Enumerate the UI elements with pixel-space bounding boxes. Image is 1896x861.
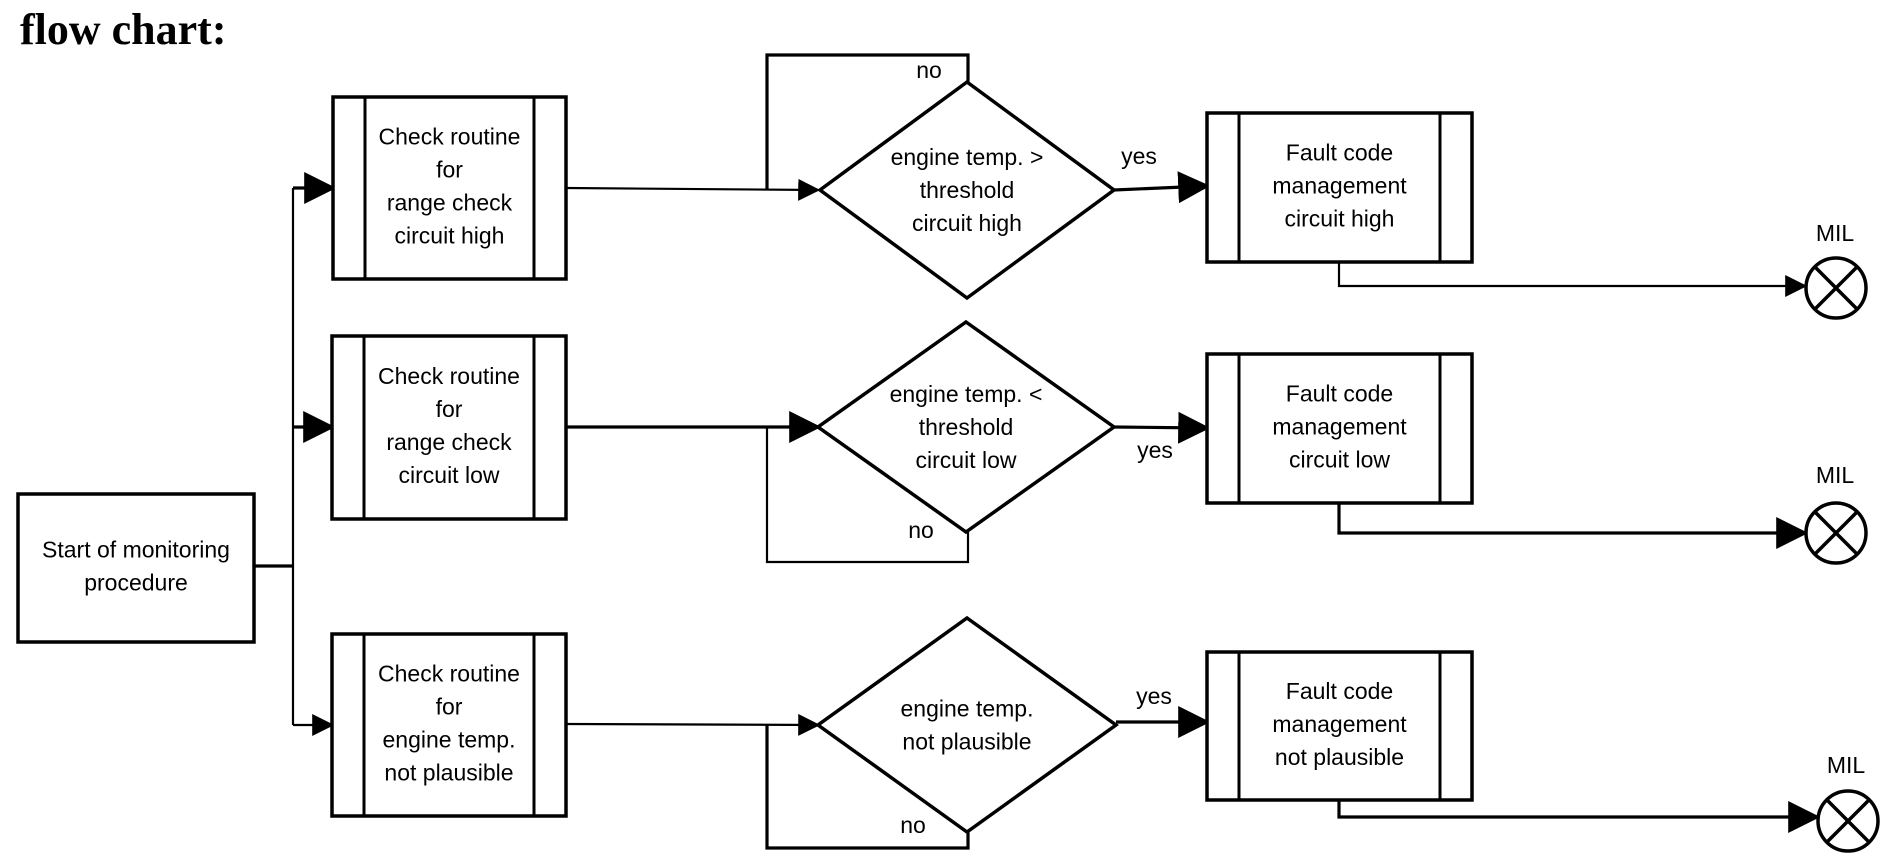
check-routine-high-text: Check routine for range check circuit high bbox=[379, 124, 521, 249]
check-routine-low-text-line: Check routine bbox=[378, 363, 520, 389]
mil-label-high: MIL bbox=[1816, 220, 1855, 246]
start-box-text-line: Start of monitoring bbox=[42, 537, 230, 563]
mil-label-low: MIL bbox=[1816, 462, 1855, 488]
yes-arrow-high bbox=[1113, 171, 1211, 204]
check-routine-low-text-line: circuit low bbox=[399, 462, 500, 488]
fault-code-high[interactable]: Fault code management circuit high bbox=[1205, 111, 1474, 264]
no-label-high: no bbox=[916, 57, 942, 83]
decision-plausible[interactable]: engine temp. not plausible bbox=[814, 615, 1120, 835]
decision-low[interactable]: engine temp. < threshold circuit low bbox=[814, 319, 1118, 535]
fault-code-high-frame bbox=[1205, 111, 1474, 264]
mil-lamp-high bbox=[1804, 256, 1868, 320]
decision-low-shape bbox=[814, 319, 1118, 535]
check-routine-low-frame bbox=[330, 334, 568, 521]
fault-code-high-text-line: management bbox=[1272, 173, 1407, 199]
decision-high[interactable]: engine temp. > threshold circuit high bbox=[817, 79, 1117, 301]
decision-low-text-line: threshold bbox=[919, 414, 1014, 440]
check-routine-plausible-frame bbox=[330, 632, 568, 818]
fault-code-plausible-frame bbox=[1205, 650, 1474, 802]
fault-to-mil-low bbox=[1337, 503, 1809, 549]
decision-low-text-line: engine temp. < bbox=[890, 381, 1043, 407]
fault-code-low-text-line: Fault code bbox=[1286, 381, 1393, 407]
decision-plausible-shape bbox=[814, 615, 1120, 835]
fault-code-high-text-line: circuit high bbox=[1285, 206, 1395, 232]
mil-label-plausible: MIL bbox=[1827, 752, 1866, 778]
check-routine-low-text: Check routine for range check circuit low bbox=[378, 363, 520, 488]
mil-lamp-low bbox=[1804, 501, 1868, 565]
check-routine-plausible-text-line: for bbox=[436, 694, 463, 720]
check-routine-low[interactable]: Check routine for range check circuit low bbox=[330, 334, 568, 521]
fault-code-plausible-text-line: not plausible bbox=[1275, 744, 1404, 770]
decision-high-text-line: engine temp. > bbox=[891, 144, 1044, 170]
fault-to-mil-high bbox=[1337, 262, 1808, 297]
yes-label-high: yes bbox=[1121, 143, 1157, 169]
fault-code-high-text: Fault code management circuit high bbox=[1272, 140, 1407, 232]
no-label-plausible: no bbox=[900, 812, 926, 838]
decision-high-text-line: threshold bbox=[920, 177, 1015, 203]
start-box-text-line: procedure bbox=[84, 570, 188, 596]
decision-high-text: engine temp. > threshold circuit high bbox=[891, 144, 1044, 236]
check-routine-high-text-line: Check routine bbox=[379, 124, 521, 150]
no-loop-low bbox=[765, 427, 970, 564]
check-routine-low-text-line: for bbox=[436, 396, 463, 422]
fault-code-low-text: Fault code management circuit low bbox=[1272, 381, 1407, 473]
mil-lamp-plausible-cross-b bbox=[1825, 798, 1871, 844]
decision-low-text-line: circuit low bbox=[916, 447, 1017, 473]
check-routine-plausible-text: Check routine for engine temp. not plausibl… bbox=[378, 661, 520, 786]
check-routine-high-text-line: range check bbox=[387, 190, 513, 216]
check-routine-plausible-text-line: engine temp. bbox=[383, 727, 516, 753]
check-routine-low-text-line: range check bbox=[386, 429, 512, 455]
start-box[interactable]: Start of monitoring procedure bbox=[16, 492, 256, 644]
fault-to-mil-plausible bbox=[1337, 800, 1821, 833]
start-box-text: Start of monitoring procedure bbox=[42, 537, 230, 596]
fault-code-low-text-line: circuit low bbox=[1289, 447, 1390, 473]
check-to-decision-high bbox=[565, 178, 821, 201]
decision-high-shape bbox=[817, 79, 1117, 301]
decision-plausible-text-line: engine temp. bbox=[901, 696, 1034, 722]
mil-lamp-plausible bbox=[1816, 789, 1880, 853]
yes-label-plausible: yes bbox=[1136, 683, 1172, 709]
start-box-frame bbox=[16, 492, 256, 644]
no-loop-plausible bbox=[765, 725, 970, 850]
check-routine-plausible-text-line: not plausible bbox=[384, 760, 513, 786]
fault-code-plausible-text-line: management bbox=[1272, 711, 1407, 737]
check-routine-high-frame bbox=[331, 95, 568, 281]
decision-plausible-text-line: not plausible bbox=[902, 729, 1031, 755]
fault-code-high-text-line: Fault code bbox=[1286, 140, 1393, 166]
fault-code-low-text-line: management bbox=[1272, 414, 1407, 440]
connectors bbox=[254, 53, 1821, 850]
fault-code-low[interactable]: Fault code management circuit low bbox=[1205, 352, 1474, 505]
check-routine-plausible[interactable]: Check routine for engine temp. not plausibl… bbox=[330, 632, 568, 818]
check-routine-high[interactable]: Check routine for range check circuit high bbox=[331, 95, 568, 281]
decision-low-text: engine temp. < threshold circuit low bbox=[890, 381, 1043, 473]
fault-code-low-frame bbox=[1205, 352, 1474, 505]
fault-code-plausible-text-line: Fault code bbox=[1286, 678, 1393, 704]
diagram-title: flow chart: bbox=[20, 5, 227, 54]
no-loop-high bbox=[765, 53, 970, 190]
yes-label-low: yes bbox=[1137, 437, 1173, 463]
mil-lamp-high-cross-b bbox=[1813, 265, 1859, 311]
check-routine-high-text-line: circuit high bbox=[395, 223, 505, 249]
fault-code-plausible[interactable]: Fault code management not plausible bbox=[1205, 650, 1474, 802]
check-to-decision-plausible bbox=[565, 713, 821, 736]
mil-lamp-low-cross-b bbox=[1813, 510, 1859, 556]
no-label-low: no bbox=[908, 517, 934, 543]
check-routine-high-text-line: for bbox=[436, 157, 463, 183]
check-routine-plausible-text-line: Check routine bbox=[378, 661, 520, 687]
decision-high-text-line: circuit high bbox=[912, 210, 1022, 236]
fault-code-plausible-text: Fault code management not plausible bbox=[1272, 678, 1407, 770]
yes-arrow-low bbox=[1113, 411, 1211, 444]
decision-plausible-text: engine temp. not plausible bbox=[901, 696, 1034, 755]
